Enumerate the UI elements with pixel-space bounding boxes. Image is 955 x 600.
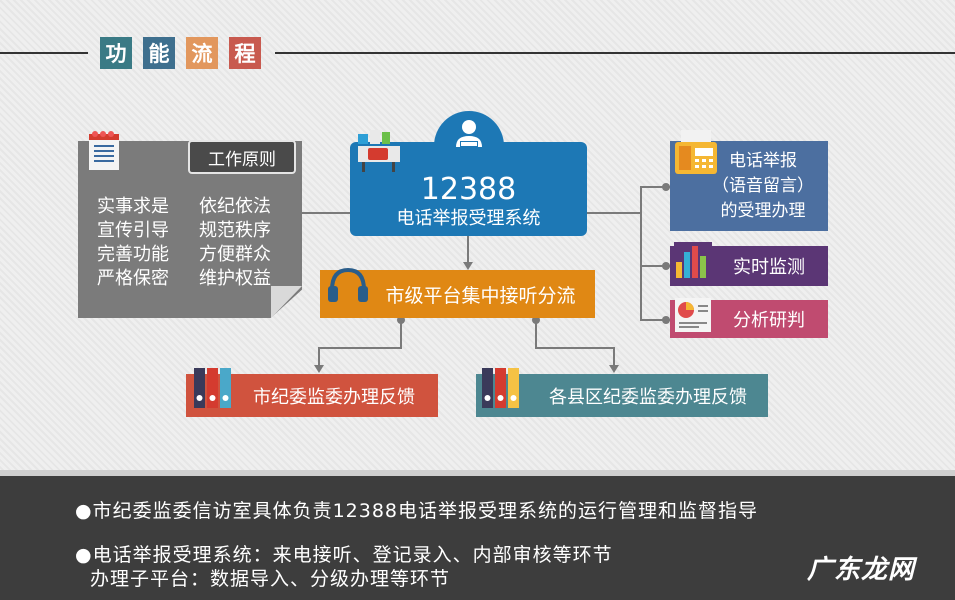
headset-icon <box>328 267 368 302</box>
connector <box>587 212 641 214</box>
connector <box>302 212 350 214</box>
connector-dot <box>662 262 670 270</box>
principle-item: 方便群众 <box>199 244 271 265</box>
connector <box>640 265 670 267</box>
binders-icon <box>482 368 519 408</box>
connector <box>318 347 402 349</box>
notepad-icon <box>89 131 119 170</box>
monitoring-label: 实时监测 <box>733 257 805 278</box>
fax-icon <box>675 130 717 174</box>
principle-item: 实事求是 <box>97 196 169 217</box>
connector <box>535 347 615 349</box>
city-feedback-label: 市纪委监委办理反馈 <box>253 386 415 408</box>
title-rule-right <box>275 52 955 54</box>
title-rule-left <box>0 52 88 54</box>
connector <box>400 318 402 348</box>
arrow-head <box>463 262 473 270</box>
connector <box>467 236 469 262</box>
connector-dot <box>662 183 670 191</box>
principle-item: 严格保密 <box>97 268 169 289</box>
note-line-3: 办理子平台：数据导入、分级办理等环节 <box>90 568 451 590</box>
title-char-4: 程 <box>229 37 261 69</box>
county-feedback-label: 各县区纪委监委办理反馈 <box>549 386 747 408</box>
desk-phone-icon <box>358 130 400 172</box>
connector-dot <box>397 316 405 324</box>
system-label: 电话举报受理系统 <box>396 208 541 229</box>
city-feedback-box: 市纪委监委办理反馈 <box>186 374 438 417</box>
bar-chart-icon <box>674 242 712 280</box>
connector <box>640 319 670 321</box>
arrow-head <box>609 365 619 373</box>
principles-tag: 工作原则 <box>188 140 296 174</box>
principle-item: 维护权益 <box>199 268 271 289</box>
platform-label: 市级平台集中接听分流 <box>385 284 576 307</box>
note-line-2: ●电话举报受理系统：来电接听、登记录入、内部审核等环节 <box>75 544 613 566</box>
pie-chart-icon <box>675 298 711 332</box>
system-number: 12388 <box>420 172 517 207</box>
principle-item: 完善功能 <box>97 244 169 265</box>
connector <box>613 347 615 367</box>
connector <box>640 186 670 188</box>
report-handling-label: 电话举报 （语音留言） 的受理办理 <box>712 150 814 221</box>
connector <box>318 347 320 367</box>
principle-item: 依纪依法 <box>199 196 271 217</box>
principle-item: 宣传引导 <box>97 220 169 241</box>
title-char-3: 流 <box>186 37 218 69</box>
arrow-head <box>314 365 324 373</box>
county-feedback-box: 各县区纪委监委办理反馈 <box>476 374 768 417</box>
operator-icon <box>456 120 482 147</box>
connector-dot <box>662 316 670 324</box>
note-line-1: ●市纪委监委信访室具体负责12388电话举报受理系统的运行管理和监督指导 <box>75 500 759 522</box>
connector <box>640 186 642 320</box>
notes-panel: ●市纪委监委信访室具体负责12388电话举报受理系统的运行管理和监督指导 ●电话… <box>0 470 955 600</box>
title-char-1: 功 <box>100 37 132 69</box>
connector <box>535 318 537 348</box>
watermark: 广东龙网 <box>806 555 915 585</box>
binders-icon <box>194 368 231 408</box>
connector-dot <box>532 316 540 324</box>
analysis-label: 分析研判 <box>733 310 805 331</box>
principle-item: 规范秩序 <box>199 220 271 241</box>
title-char-2: 能 <box>143 37 175 69</box>
